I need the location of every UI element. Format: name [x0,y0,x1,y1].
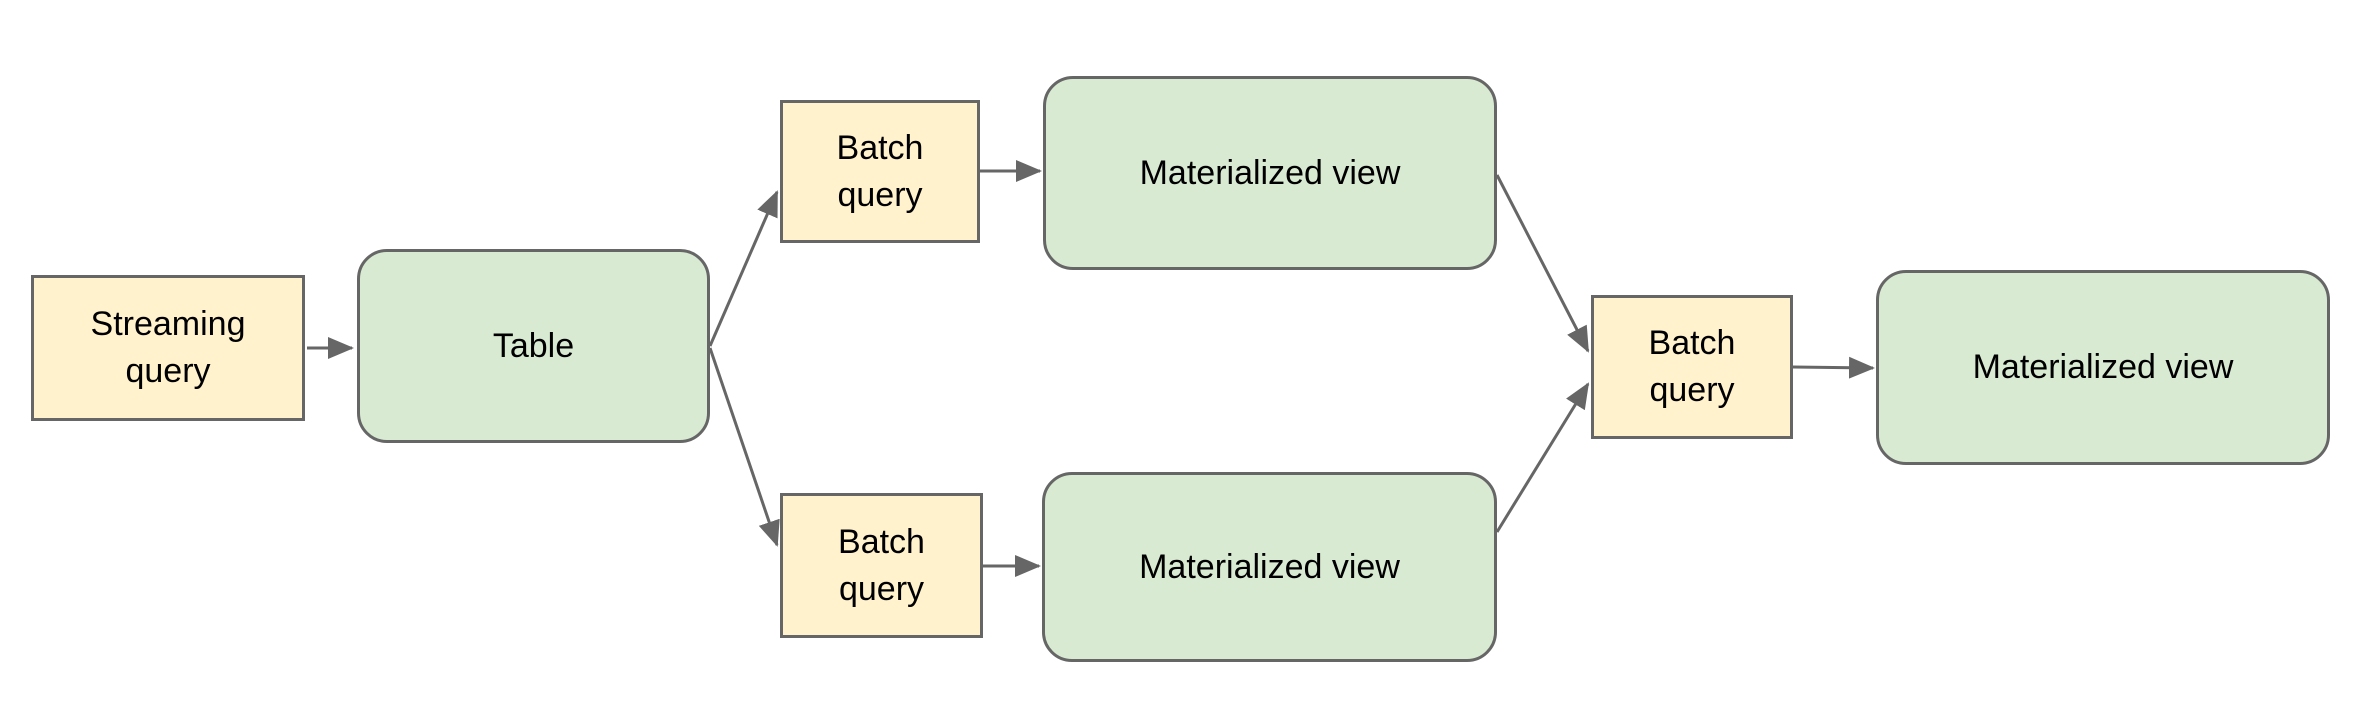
node-label-line: Batch [838,522,925,561]
node-materialized-view-top: Materialized view [1043,76,1497,270]
node-materialized-view-final: Materialized view [1876,270,2330,465]
node-label-line: Materialized view [1139,547,1400,586]
edge-table-to-batch-query-bottom [708,347,780,547]
node-materialized-view-bottom: Materialized view [1042,472,1497,662]
edge-batch-query-right-to-materialized-view-final [1792,356,1875,379]
node-batch-query-bottom: Batch query [780,493,983,638]
node-label-line: Batch [1648,324,1736,362]
edge-materialized-view-top-to-batch-query-right [1495,174,1590,353]
node-label-line: query [838,569,925,608]
node-label-line: Materialized view [1972,348,2234,386]
node-label-line: query [1649,371,1735,409]
node-label-line: Batch [836,128,924,167]
node-label-line: Table [492,326,575,365]
node-label-line: Materialized view [1139,153,1401,192]
node-streaming-query: Streaming query [31,275,305,421]
edge-materialized-view-bottom-to-batch-query-right [1495,382,1590,533]
edge-table-to-batch-query-top [708,190,779,347]
node-batch-query-top: Batch query [780,100,980,243]
node-label-line: Streaming [90,305,246,343]
node-label-line: query [837,175,923,214]
node-label-line: query [125,352,211,390]
node-batch-query-right: Batch query [1591,295,1793,439]
node-table: Table [357,249,710,443]
